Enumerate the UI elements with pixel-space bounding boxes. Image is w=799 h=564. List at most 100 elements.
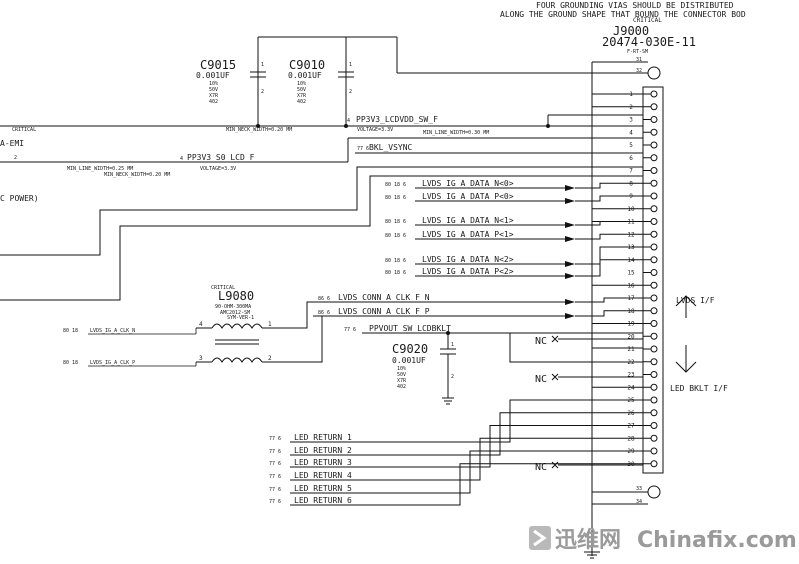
connector-pin-pad — [650, 154, 658, 162]
s0-net-name: PP3V3_S0_LCD_F — [187, 153, 255, 162]
lcdvdd-net-name: PP3V3_LCDVDD_SW_F — [356, 115, 438, 124]
connector-pin-pad — [650, 167, 658, 174]
pp3v3-s0-pin: 2 — [14, 155, 17, 161]
wire-pin7 — [0, 166, 643, 256]
connector-pin-pad — [650, 230, 658, 238]
connector-pin-pad — [650, 90, 658, 98]
led-return-ref: 77 6 — [269, 461, 281, 467]
led-return-wire — [290, 463, 643, 506]
connector-pin-pad — [650, 358, 658, 366]
lvds-data-name: LVDS_IG_A_DATA_P<2> — [422, 267, 514, 276]
lvds-data-ref: 80 18 6 — [385, 270, 406, 276]
ig-clk-p-name: LVDS_IG_A_CLK_P — [90, 360, 135, 366]
connector-body — [642, 86, 664, 474]
left-critical: CRITICAL — [12, 127, 36, 133]
connector-pin-pad — [650, 103, 658, 111]
lvds-data-offpage-arrow — [565, 236, 575, 242]
lvds-data-pin-wire — [575, 259, 643, 277]
lcdvdd-min-line: MIN_LINE_WIDTH=0.30 MM — [423, 130, 489, 136]
led-return-ref: 77 6 — [269, 487, 281, 493]
connector-pin-pad — [650, 422, 658, 429]
c9010-value: 0.001UF — [288, 71, 322, 80]
l9080-note: SYM-VER-1 — [227, 315, 254, 321]
ppvout-ref: 77 6 — [344, 327, 356, 333]
ig-clk-n-ref: 80 18 — [63, 328, 78, 334]
nc-label-2: NC — [535, 374, 547, 385]
connector-pin-pad — [650, 179, 658, 187]
lvds-data-pin-wire — [575, 246, 643, 265]
s0-ref: 4 — [180, 156, 183, 162]
lvds-clk-pin-wire — [575, 297, 643, 303]
led-return-ref: 77 6 — [269, 499, 281, 505]
connector-pin-number: 5 — [629, 142, 633, 149]
s0-min-neck: MIN_NECK_WIDTH=0.20 MM — [104, 172, 170, 178]
led-return-wire — [290, 425, 643, 468]
c9015-pin2: 2 — [261, 89, 264, 95]
lvds-clk-pin-wire — [575, 310, 643, 317]
connector-pin-pad — [650, 409, 658, 417]
left-emi: A-EMI — [0, 139, 24, 148]
nc-label-1: NC — [535, 336, 547, 347]
lvds-data-name: LVDS_IG_A_DATA_N<1> — [422, 216, 514, 225]
c9020-pkg: 402 — [397, 384, 406, 390]
watermark-logo-mark — [533, 529, 547, 547]
connector-pin-number: 3 — [629, 117, 633, 124]
connector-pin-pad — [650, 243, 658, 251]
ground-symbol — [584, 551, 600, 559]
ig-clk-p-ref: 80 18 — [63, 360, 78, 366]
nc-marker-1: NC — [535, 335, 643, 347]
l9080-pin-4: 4 — [199, 321, 203, 328]
led-return-wire — [290, 399, 643, 443]
watermark-cn: 迅维网 — [555, 527, 621, 553]
s0-voltage: VOLTAGE=3.3V — [200, 166, 236, 172]
c9010-tol: 10% — [297, 81, 306, 87]
led-return-name: LED_RETURN_5 — [294, 484, 352, 493]
lvds-data-name: LVDS_IG_A_DATA_P<0> — [422, 192, 514, 201]
mount-pad-bottom — [647, 485, 661, 499]
watermark-logo — [529, 526, 551, 550]
lvds-data-name: LVDS_IG_A_DATA_N<2> — [422, 255, 514, 264]
nc-marker-2: NC — [535, 373, 643, 385]
l9080-pin-1: 1 — [268, 321, 272, 328]
c9015-value: 0.001UF — [196, 71, 230, 80]
connector-pin-pad — [650, 256, 658, 264]
l9080-refdes: L9080 — [218, 289, 254, 303]
c9010-pin2: 2 — [349, 89, 352, 95]
header-note-line2: ALONG THE GROUND SHAPE THAT BOUND THE CO… — [500, 10, 746, 19]
nc-marker-3: NC — [535, 461, 643, 473]
mount-pin-33: 33 — [636, 486, 642, 492]
connector-pin-number: 7 — [629, 168, 633, 175]
lvds-data-pin-wire — [575, 182, 643, 189]
connector-part: 20474-030E-11 — [602, 35, 696, 49]
connector-pin-pad — [650, 371, 658, 378]
connector-pin-pad — [650, 141, 658, 149]
l9080-coil-top — [211, 323, 263, 329]
lvds-data-ref: 80 18 6 — [385, 233, 406, 239]
connector-pins: 1234567891011121314151617181920212223242… — [592, 90, 658, 468]
inductor-l9080: CRITICAL L9080 90-OHM-300MA AMC2012-SM S… — [196, 285, 272, 363]
lcdvdd-min-neck: MIN_NECK_WIDTH=0.20 MM — [226, 127, 292, 133]
wire-clk-n-link — [272, 301, 313, 329]
c9010-pin1: 1 — [349, 62, 352, 68]
connector-pin-pad — [650, 294, 658, 302]
watermark: 迅维网 Chinafix.com — [529, 526, 797, 553]
c9020-diel: X7R — [397, 378, 407, 384]
led-arrow-head — [675, 361, 697, 373]
lvds-clk-ref: 86 6 — [318, 296, 330, 302]
c9020-pin1: 1 — [451, 342, 454, 348]
bkl-vsync-ref: 77 6 — [357, 146, 369, 152]
lvds-data-name: LVDS_IG_A_DATA_P<1> — [422, 230, 514, 239]
c9010-volt: 50V — [297, 87, 306, 93]
led-return-wire — [290, 450, 643, 494]
junction-lcdvdd — [546, 124, 550, 128]
connector-pin-number: 20 — [627, 333, 635, 340]
connector-pin-number: 23 — [627, 372, 635, 379]
connector-pin-pad — [650, 192, 658, 200]
led-return-name: LED_RETURN_3 — [294, 458, 352, 467]
lvds-data-offpage-arrow — [565, 261, 575, 267]
bkl-vsync-name: BKL_VSYNC — [369, 143, 413, 152]
lvds-data-offpage-arrow — [565, 185, 575, 191]
connector-pin-pad — [650, 281, 658, 289]
